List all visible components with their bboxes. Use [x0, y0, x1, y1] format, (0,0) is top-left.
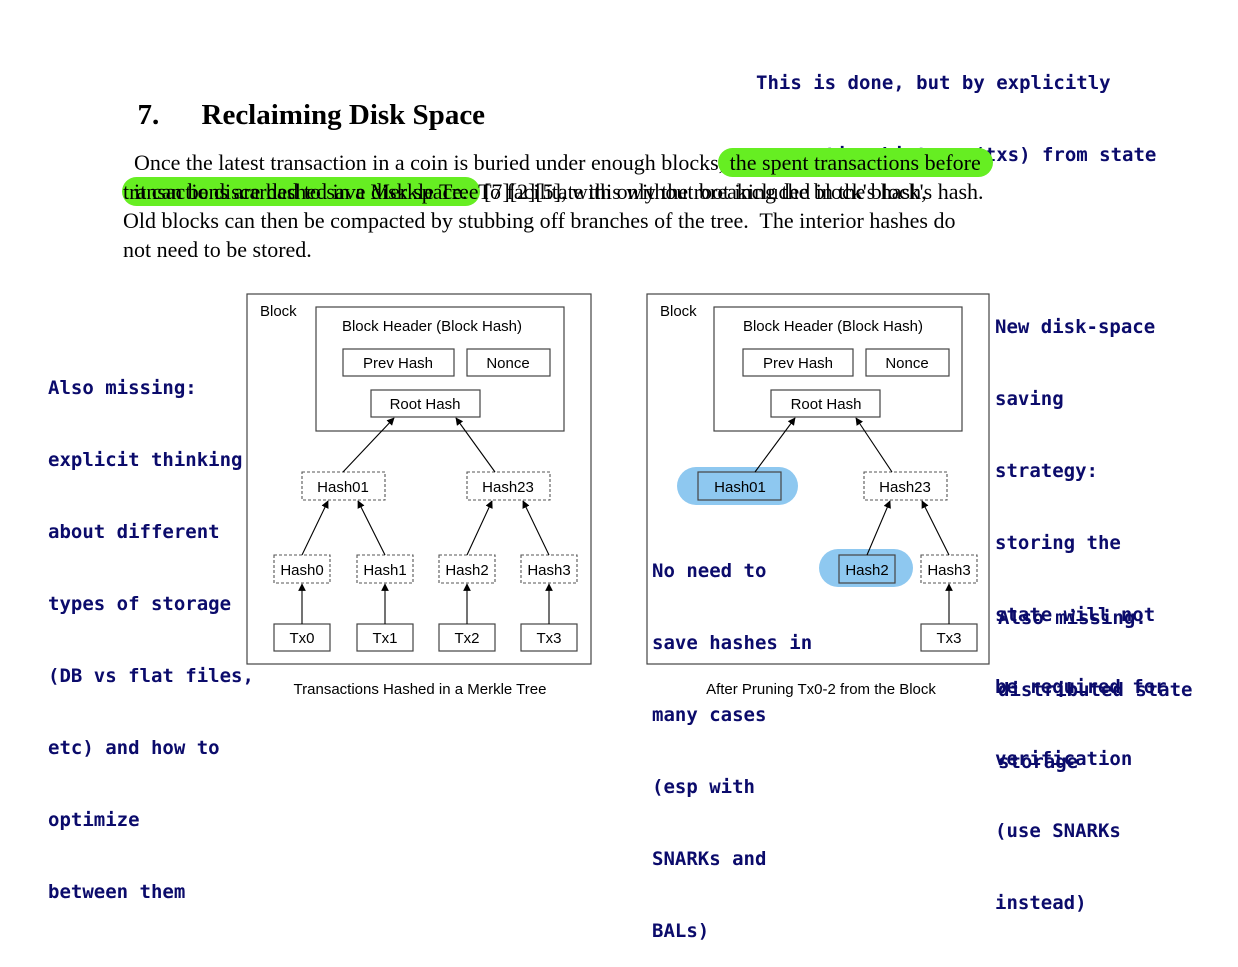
annotation-line: state will not [995, 604, 1156, 626]
annotation-line: (use SNARKs [995, 820, 1121, 842]
arrow [466, 500, 493, 556]
hash23-box [863, 471, 948, 501]
arrow [754, 417, 796, 473]
annotation-line: (esp with [652, 776, 755, 798]
block-header-label: Block Header (Block Hash) [743, 318, 923, 335]
hash23-box [466, 471, 551, 501]
prev-hash-box [342, 348, 455, 377]
annotation-line: types of storage [48, 593, 232, 615]
arrow [342, 417, 395, 473]
annotation-line: about different [48, 521, 220, 543]
hash1-label: Hash1 [363, 562, 406, 579]
annotation-line: distributed state [998, 679, 1193, 701]
tx0-label: Tx0 [289, 630, 314, 647]
annotation-line: be required for [995, 676, 1167, 698]
annotation-line: storing the [995, 532, 1121, 554]
arrow [522, 500, 550, 556]
block-label: Block [260, 303, 297, 320]
annotation-line: explicit thinking [48, 449, 243, 471]
root-hash-label: Root Hash [390, 396, 461, 413]
prev-hash-label: Prev Hash [763, 355, 833, 372]
annotation-line: storage [998, 751, 1079, 773]
caption-left: Transactions Hashed in a Merkle Tree [293, 681, 547, 698]
nonce-box [466, 348, 551, 377]
hash2-label: Hash2 [445, 562, 488, 579]
paragraph-line: Old blocks can then be compacted by stub… [123, 208, 956, 233]
annotation-line: No need to [652, 560, 767, 582]
hash3-label: Hash3 [927, 562, 970, 579]
nonce-label: Nonce [486, 355, 529, 372]
section-title: Reclaiming Disk Space [201, 99, 486, 131]
hash0-label: Hash0 [280, 562, 323, 579]
hash3-label: Hash3 [527, 562, 570, 579]
hash23-label: Hash23 [879, 479, 931, 496]
annotation-line: (DB vs flat files, [48, 665, 254, 687]
nonce-box [865, 348, 950, 377]
annotation-line: verification [995, 748, 1133, 770]
paragraph-text: To facilitate this without breaking the … [478, 179, 927, 204]
arrow [301, 500, 329, 556]
hash01-box [697, 471, 782, 501]
annotation-line: instead) [995, 892, 1087, 914]
annotation-line: strategy: [995, 460, 1098, 482]
paragraph-line: not need to be stored. [123, 237, 312, 262]
paragraph-line: transactions are hashed in a Merkle Tree… [123, 179, 984, 204]
prev-hash-box [742, 348, 854, 377]
tx3-label: Tx3 [536, 630, 561, 647]
annotation-line: New disk-space [995, 316, 1156, 338]
annotation-line: This is done, but by explicitly [756, 72, 1111, 94]
diagram-left: Block Block Header (Block Hash) Prev Has… [246, 293, 592, 665]
caption-right: After Pruning Tx0-2 from the Block [706, 681, 936, 698]
diagram-right: Block Block Header (Block Hash) Prev Has… [646, 293, 990, 665]
hash01-label: Hash01 [317, 479, 369, 496]
annotation-line: Also missing: [998, 607, 1147, 629]
root-hash-box [370, 389, 481, 418]
hash01-label: Hash01 [714, 479, 766, 496]
annotation-line: optimize [48, 809, 140, 831]
annotation-line: etc) and how to [48, 737, 220, 759]
annotation-line: Also missing: [48, 377, 197, 399]
hash2-highlight [819, 549, 913, 587]
prev-hash-label: Prev Hash [363, 355, 433, 372]
block-header-box [713, 306, 963, 432]
tx2-label: Tx2 [454, 630, 479, 647]
block-outline [246, 293, 592, 665]
arrow [855, 417, 893, 473]
block-label: Block [660, 303, 697, 320]
hash01-highlight [677, 467, 798, 505]
tx3-label: Tx3 [936, 630, 961, 647]
root-hash-label: Root Hash [791, 396, 862, 413]
paragraph-line: it can be discarded to save disk space. … [122, 148, 927, 206]
arrows-left [298, 417, 553, 624]
hash2-label: Hash2 [845, 562, 888, 579]
arrow [357, 500, 386, 556]
block-outline [646, 293, 990, 665]
root-hash-box [770, 389, 881, 418]
tx1-label: Tx1 [372, 630, 397, 647]
arrow [866, 500, 891, 556]
annotation-line: many cases [652, 704, 767, 726]
annotation-line: save hashes in [652, 632, 813, 654]
arrow [455, 417, 496, 473]
section-heading: 7. Reclaiming Disk Space [123, 66, 486, 132]
merkle-diagrams: Block Block Header (Block Hash) Prev Has… [246, 293, 990, 665]
annotation-middle: No need to save hashes in many cases (es… [652, 511, 812, 967]
annotation-line: between them [48, 881, 186, 903]
block-header-label: Block Header (Block Hash) [342, 318, 522, 335]
arrow [921, 500, 950, 556]
annotation-line: SNARKs and [652, 848, 767, 870]
annotation-line: BALs) [652, 920, 710, 942]
annotation-line: saving [995, 388, 1064, 410]
paragraph-text: Once the latest transaction in a coin is… [134, 150, 725, 175]
hash23-label: Hash23 [482, 479, 534, 496]
highlighted-text: it can be discarded to save disk space. [122, 177, 480, 206]
highlighted-text: the spent transactions before [717, 148, 993, 177]
block-header-box [315, 306, 565, 432]
paragraph-line: Once the latest transaction in a coin is… [123, 119, 993, 177]
annotation-right-bottom: Also missing: distributed state storage [998, 558, 1192, 798]
section-number: 7. [137, 99, 160, 131]
nonce-label: Nonce [885, 355, 928, 372]
arrows-right [754, 417, 953, 624]
